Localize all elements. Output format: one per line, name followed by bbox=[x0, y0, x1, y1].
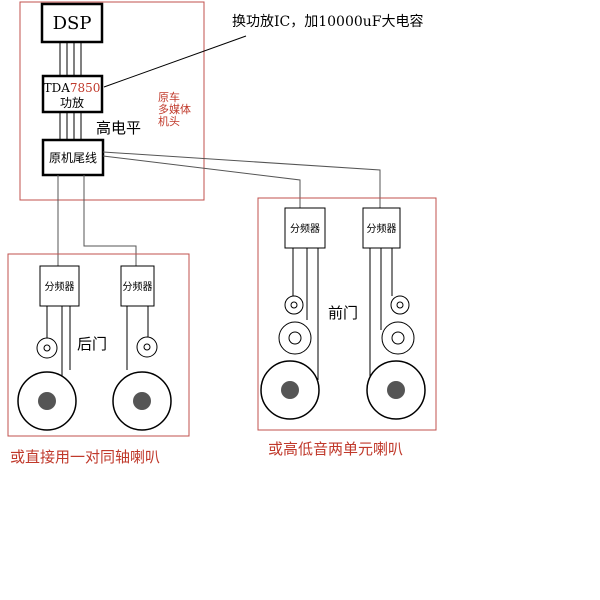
amp-model-prefix: TDA bbox=[44, 81, 71, 95]
front-woofer-right bbox=[366, 360, 426, 420]
rear-door-label: 后门 bbox=[77, 335, 107, 353]
note-pointer bbox=[103, 35, 247, 88]
rear-crossover-right-label: 分频器 bbox=[123, 280, 153, 293]
front-midrange-right bbox=[381, 321, 415, 355]
rear-door-wires bbox=[57, 175, 137, 266]
front-woofer-left bbox=[260, 360, 320, 420]
rear-crossover-left bbox=[39, 265, 80, 307]
rear-woofer-left bbox=[17, 371, 77, 431]
head-unit-label-1: 原车 bbox=[158, 90, 180, 104]
rear-crossover-right bbox=[120, 265, 155, 307]
front-crossover-right-label: 分频器 bbox=[367, 222, 397, 235]
dsp-box bbox=[40, 2, 104, 44]
harness-box bbox=[41, 138, 105, 177]
rear-woofer-right bbox=[112, 371, 172, 431]
amp-label: 功放 bbox=[60, 95, 84, 110]
front-crossover-left bbox=[284, 207, 326, 249]
amp-harness-wires bbox=[59, 112, 82, 140]
front-caption: 或高低音两单元喇叭 bbox=[268, 440, 403, 458]
rear-crossover-left-label: 分频器 bbox=[45, 280, 75, 293]
head-unit-label-2: 多媒体 bbox=[158, 102, 191, 116]
rear-door-frame bbox=[7, 253, 190, 437]
front-door-label: 前门 bbox=[328, 304, 358, 322]
rear-caption: 或直接用一对同轴喇叭 bbox=[10, 448, 160, 466]
high-level-label: 高电平 bbox=[96, 119, 141, 137]
front-tweeter-left bbox=[284, 295, 304, 315]
front-tweeter-right bbox=[390, 295, 410, 315]
front-crossover-right bbox=[362, 207, 401, 249]
amp-note: 换功放IC，加10000uF大电容 bbox=[232, 13, 424, 30]
front-midrange-left bbox=[278, 321, 312, 355]
head-unit-label-3: 机头 bbox=[158, 114, 180, 128]
front-door-wires bbox=[102, 151, 381, 208]
rear-tweeter-right bbox=[136, 336, 158, 358]
dsp-label: DSP bbox=[53, 13, 92, 34]
head-unit-frame bbox=[19, 1, 205, 201]
rear-tweeter-left bbox=[36, 337, 58, 359]
harness-label: 原机尾线 bbox=[49, 151, 97, 165]
amp-box bbox=[41, 74, 104, 114]
front-door-frame bbox=[257, 197, 437, 431]
front-speaker-wires bbox=[292, 248, 393, 380]
amp-model: TDA7850 bbox=[44, 81, 101, 95]
amp-model-number: 7850 bbox=[70, 81, 101, 95]
rear-speaker-wires bbox=[46, 306, 149, 378]
dsp-amp-wires bbox=[59, 42, 82, 76]
front-crossover-left-label: 分频器 bbox=[290, 222, 320, 235]
